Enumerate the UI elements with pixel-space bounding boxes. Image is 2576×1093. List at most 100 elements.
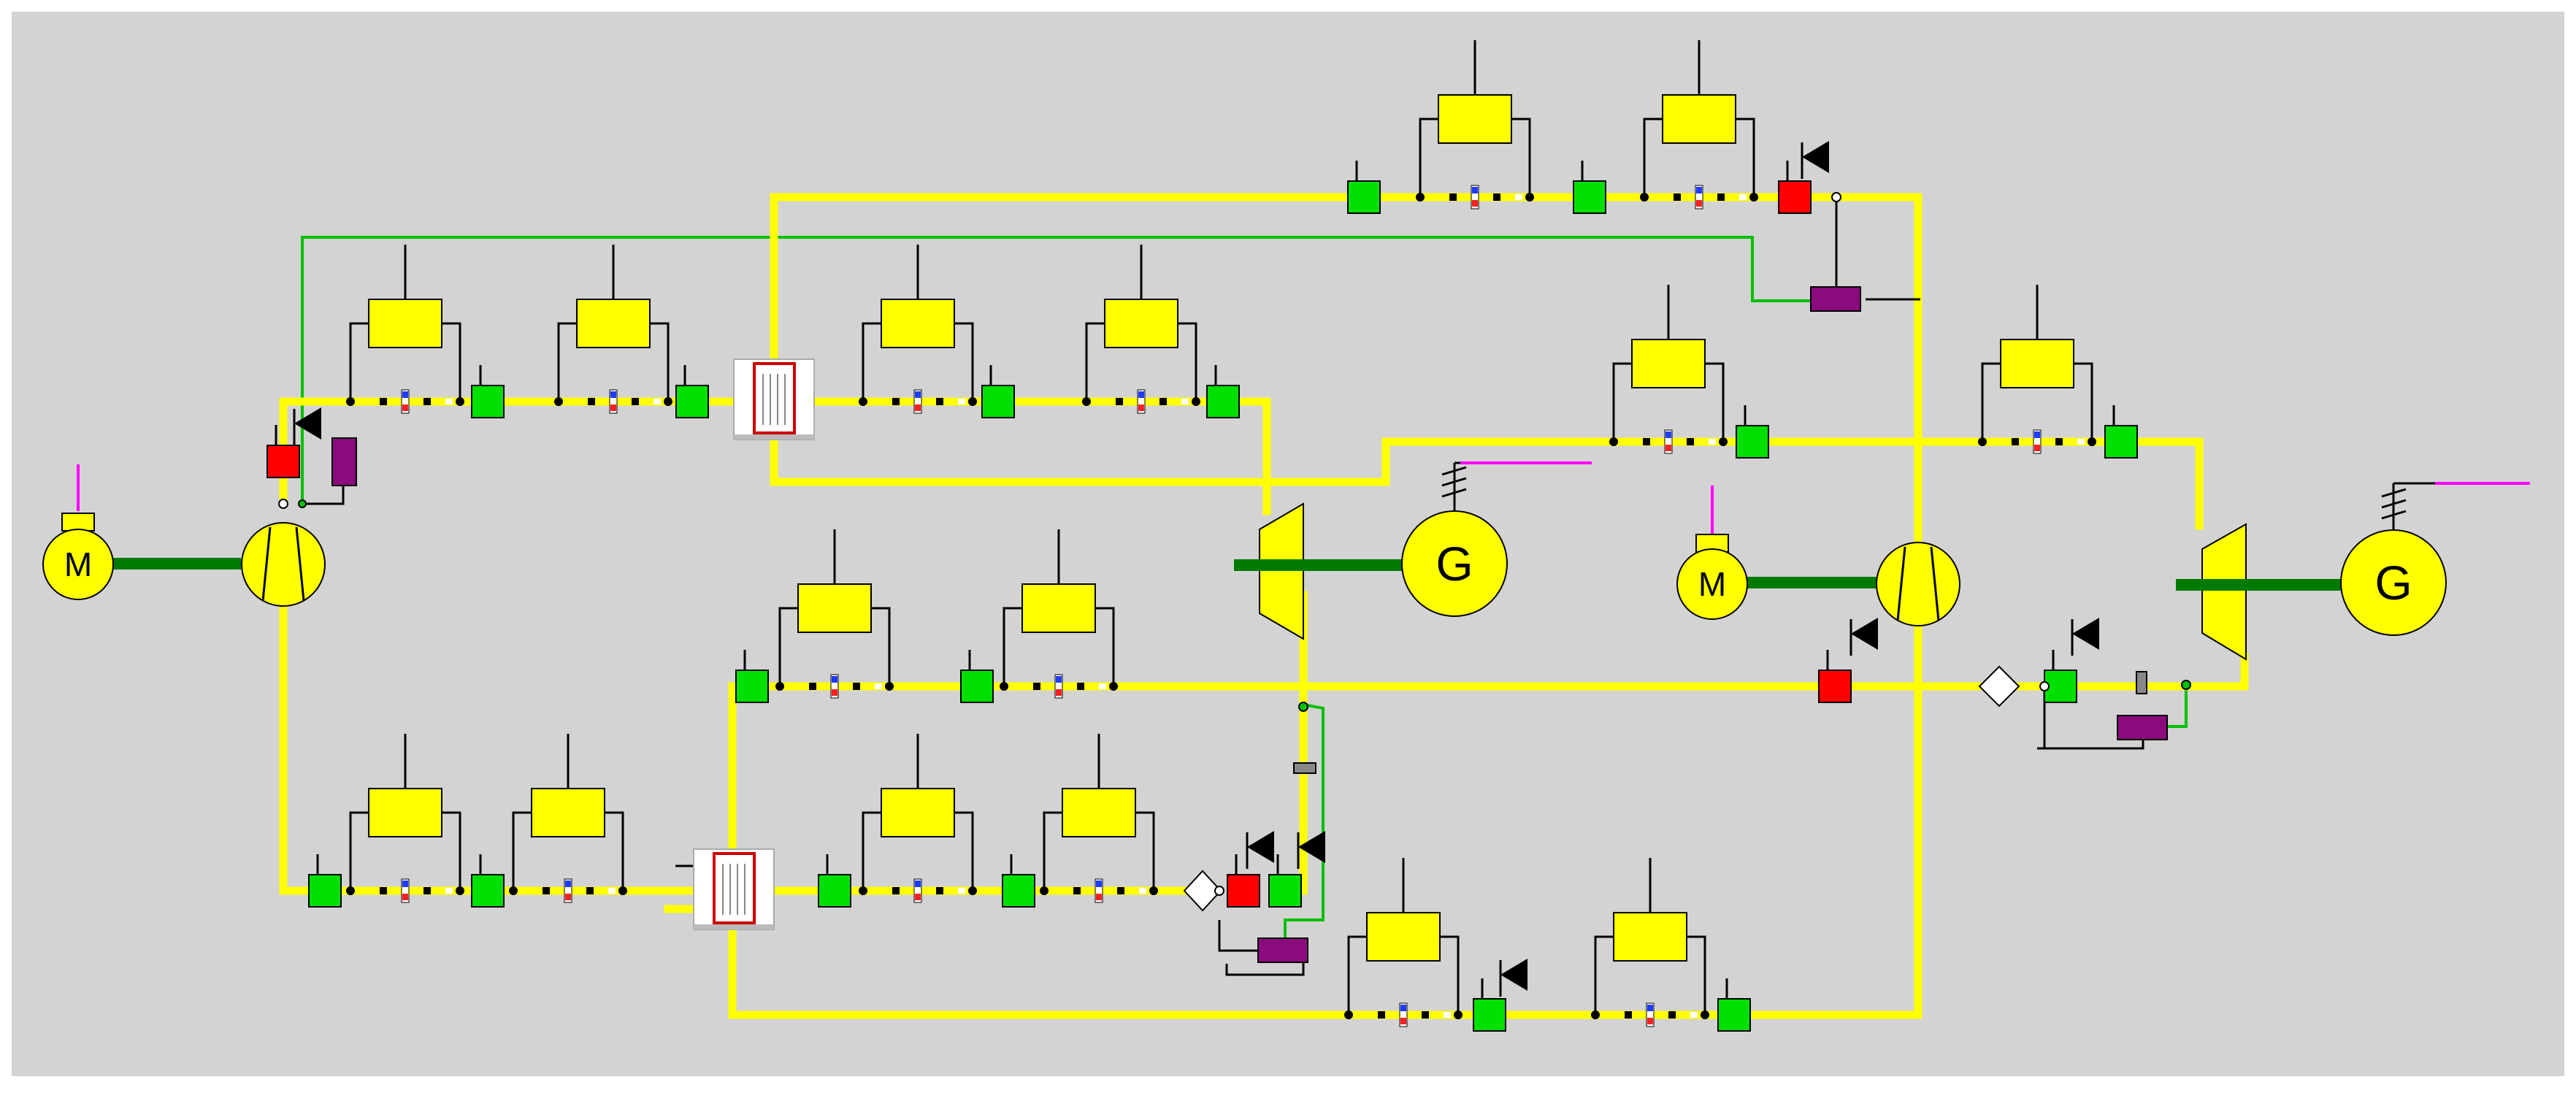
diamond-junction-icon[interactable]	[1183, 870, 1222, 912]
compressor-circle-icon	[1876, 542, 1960, 626]
heat-exchanger-icon[interactable]	[693, 848, 775, 930]
motor-label: M	[1698, 565, 1726, 603]
heat-exchanger-unit[interactable]	[1000, 529, 1118, 699]
pipe-top-loop	[728, 193, 2009, 1019]
storage-tank-icon[interactable]	[2136, 671, 2147, 694]
motor-right[interactable]: M	[1676, 534, 1748, 620]
heat-exchanger-unit[interactable]	[775, 529, 894, 699]
generator-right[interactable]: G	[2340, 482, 2447, 636]
valve-square-icon[interactable]	[308, 854, 342, 908]
storage-tank-icon	[1438, 94, 1512, 144]
valve-square-icon[interactable]	[267, 425, 300, 478]
motor-left[interactable]: M	[42, 513, 114, 600]
thermometer-icon	[1695, 185, 1703, 210]
turbine-left[interactable]	[1235, 502, 1323, 640]
ground-hatch-icon	[2381, 488, 2407, 520]
valve-square-icon[interactable]	[818, 854, 851, 908]
storage-tank-icon	[1662, 94, 1736, 144]
valve-square-icon[interactable]	[1778, 161, 1812, 214]
thermometer-icon	[1399, 1002, 1408, 1027]
storage-tank-icon	[576, 299, 651, 348]
generator-circle-icon	[1401, 510, 1508, 617]
thermometer-icon	[913, 389, 922, 414]
heat-exchanger-unit[interactable]	[509, 734, 627, 903]
valve-square-icon[interactable]	[1573, 161, 1606, 214]
shaft-right-a	[1745, 577, 1877, 588]
valve-square-icon[interactable]	[1717, 978, 1751, 1032]
heat-exchanger-unit[interactable]	[1640, 40, 1758, 210]
storage-tank-icon	[797, 583, 872, 633]
heat-exchanger-unit[interactable]	[1978, 285, 2096, 454]
motor-circle-icon	[1676, 548, 1748, 620]
motor-label: M	[64, 545, 92, 583]
valve-square-icon[interactable]	[1206, 365, 1240, 418]
heat-exchanger-unit[interactable]	[859, 734, 977, 903]
generator-left[interactable]: G	[1401, 461, 1508, 617]
valve-square-icon[interactable]	[2104, 405, 2138, 459]
electric-heater-icon[interactable]	[331, 437, 357, 486]
heat-exchanger-unit[interactable]	[1416, 40, 1534, 210]
electric-heater-icon[interactable]	[1810, 286, 1861, 312]
compressor-right[interactable]	[1876, 542, 1960, 626]
heat-exchanger-unit[interactable]	[1344, 858, 1463, 1027]
thermometer-icon	[1646, 1002, 1655, 1027]
junction-dots	[278, 192, 2191, 896]
heat-exchanger-unit[interactable]	[1591, 858, 1709, 1027]
valve-square-icon[interactable]	[1002, 854, 1035, 908]
junction-dot	[2039, 681, 2050, 691]
valve-square-icon[interactable]	[1473, 978, 1506, 1032]
heat-exchangers	[693, 358, 815, 930]
storage-tank-icon	[368, 299, 442, 348]
valve-square-icon[interactable]	[960, 650, 994, 703]
storage-tank-icon	[881, 299, 955, 348]
compressor-left[interactable]	[241, 522, 326, 607]
storage-tank-icon	[368, 788, 442, 837]
heat-exchanger-unit[interactable]	[1609, 285, 1728, 454]
flag-triangle-icon	[1499, 959, 1527, 997]
valve-square-icon[interactable]	[675, 365, 709, 418]
flag-triangle-icon	[1297, 831, 1325, 869]
signal-lines	[77, 236, 2530, 951]
valve-square-icon[interactable]	[471, 854, 505, 908]
heat-exchanger-unit[interactable]	[554, 245, 672, 414]
valve-square-icon[interactable]	[981, 365, 1015, 418]
valve-square-icon[interactable]	[735, 650, 769, 703]
storage-tank-icon[interactable]	[1293, 762, 1316, 774]
electric-heater-icon[interactable]	[2117, 715, 2168, 740]
junction-dot	[1298, 702, 1308, 712]
thermometer-icon	[913, 878, 922, 903]
generator-circle-icon	[2340, 529, 2447, 636]
heat-exchanger-unit[interactable]	[859, 245, 977, 414]
heat-exchanger-icon[interactable]	[733, 358, 815, 440]
shaft-left	[110, 558, 241, 569]
storage-tank-icon	[1104, 299, 1178, 348]
valve-square-icon[interactable]	[1268, 854, 1302, 908]
thermometer-icon	[564, 878, 572, 903]
valve-square-icon[interactable]	[1347, 161, 1381, 214]
valve-square-icon[interactable]	[1736, 405, 1769, 459]
valves	[267, 161, 2138, 1032]
valve-square-icon[interactable]	[1818, 650, 1852, 703]
diamond-junction-icon[interactable]	[1978, 665, 2020, 707]
flag-triangle-icon	[2071, 618, 2099, 656]
heat-exchanger-unit[interactable]	[346, 734, 464, 903]
pipe-hx1-return	[770, 397, 2204, 530]
storage-tank-icon	[1631, 339, 1706, 388]
turbine-right[interactable]	[2180, 523, 2267, 661]
thermometer-icon	[401, 878, 410, 903]
heat-exchanger-unit[interactable]	[1082, 245, 1200, 414]
turbine-trapezoid-icon	[2201, 523, 2247, 661]
compressor-circle-icon	[241, 522, 326, 607]
wire-heater-left	[303, 486, 345, 505]
junction-dot	[1214, 886, 1224, 896]
junction-dot	[278, 499, 288, 509]
valve-square-icon[interactable]	[471, 365, 505, 418]
electric-heater-icon[interactable]	[1257, 937, 1308, 963]
heat-exchanger-unit[interactable]	[1040, 734, 1158, 903]
flag-triangle-icon	[293, 407, 321, 445]
valve-square-icon[interactable]	[1227, 854, 1260, 908]
generator-label: G	[2374, 556, 2412, 610]
heat-exchanger-unit[interactable]	[346, 245, 464, 414]
generator-label: G	[1435, 537, 1473, 591]
